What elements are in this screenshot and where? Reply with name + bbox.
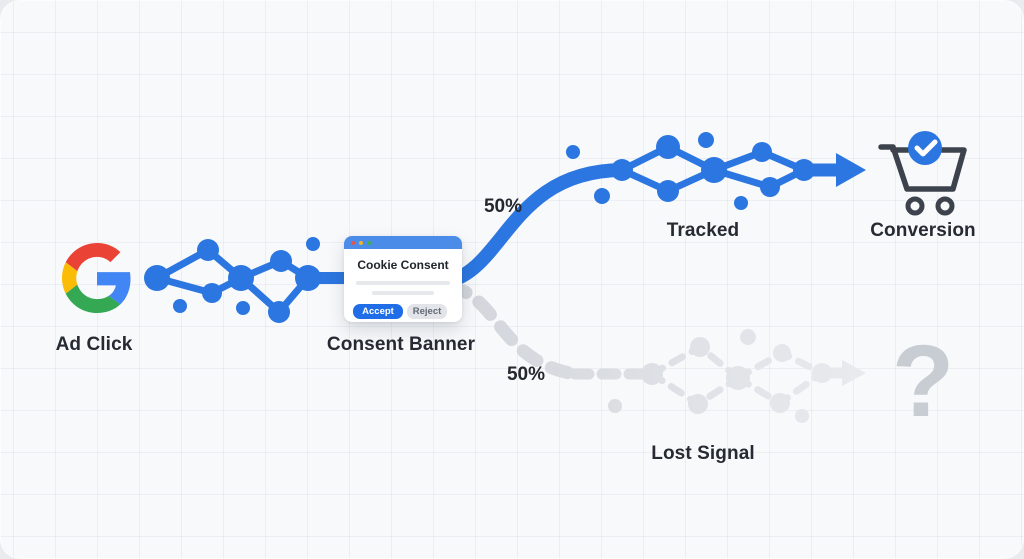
- conversion-label: Conversion: [870, 220, 976, 241]
- question-mark: ?: [891, 324, 955, 438]
- lost-signal-label: Lost Signal: [651, 443, 755, 464]
- red-traffic-dot-icon: [351, 240, 355, 245]
- tracked-signal-path: [439, 132, 866, 289]
- check-badge-icon: [908, 131, 942, 165]
- banner-titlebar: [344, 236, 462, 249]
- placeholder-text-line: [356, 281, 450, 285]
- yellow-traffic-dot-icon: [359, 240, 363, 245]
- placeholder-text-line: [372, 291, 434, 295]
- cookie-consent-title: Cookie Consent: [357, 258, 449, 272]
- tracked-arrow-icon: [806, 153, 866, 187]
- ad-click-label: Ad Click: [55, 334, 133, 355]
- lost-percent-label: 50%: [506, 364, 546, 385]
- ad-click-signal-path: [144, 237, 358, 323]
- accept-button[interactable]: Accept: [353, 304, 403, 319]
- cart-icon: [878, 131, 967, 216]
- reject-button[interactable]: Reject: [407, 304, 447, 319]
- google-g-icon: [62, 243, 131, 313]
- lost-signal-path: [443, 280, 866, 423]
- tracked-label: Tracked: [666, 220, 740, 241]
- tracked-percent-label: 50%: [483, 196, 523, 217]
- consent-banner-card: Cookie Consent Accept Reject: [344, 236, 462, 322]
- lost-arrow-icon: [824, 360, 866, 386]
- consent-banner-label: Consent Banner: [326, 334, 476, 355]
- green-traffic-dot-icon: [367, 240, 371, 245]
